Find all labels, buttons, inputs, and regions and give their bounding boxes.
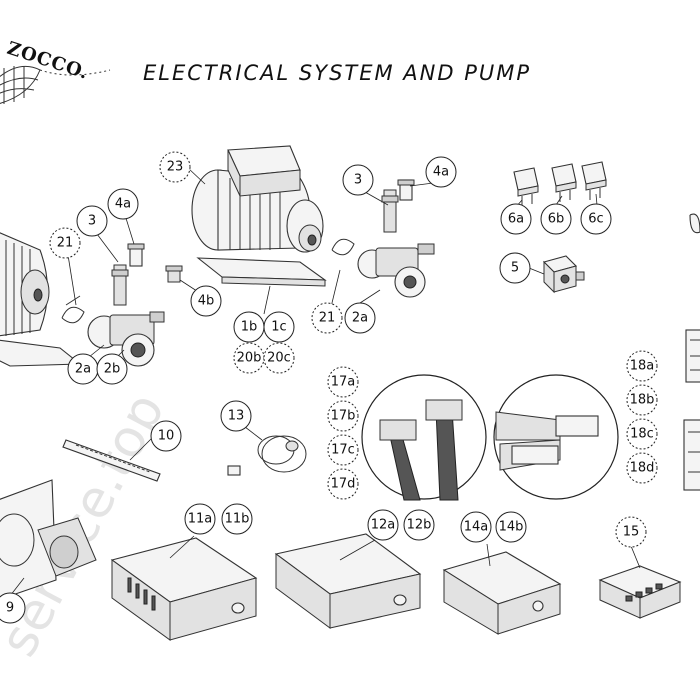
callout-1c-label: 1c [271,320,286,335]
mounting-panel-9 [0,479,97,600]
fitting-4b [165,265,183,283]
callout-18a[interactable]: 18a [626,350,658,382]
fitting-connector-left [111,243,145,306]
callout-13[interactable]: 13 [220,400,252,432]
callout-12a[interactable]: 12a [367,509,399,541]
callout-17d[interactable]: 17d [327,468,359,500]
callout-10-label: 10 [158,429,175,444]
callout-11b-label: 11b [225,512,250,527]
callout-17a[interactable]: 17a [327,366,359,398]
callout-1b-label: 1b [241,320,258,335]
control-box-14 [442,551,562,635]
callout-9-label: 9 [6,601,14,616]
callout-20c-label: 20c [267,351,291,366]
callout-6c[interactable]: 6c [580,203,612,235]
callout-5[interactable]: 5 [499,252,531,284]
callout-4a[interactable]: 4a [107,188,139,220]
detail-circle-18 [493,374,619,500]
callout-10[interactable]: 10 [150,420,182,452]
callout-5-label: 5 [511,261,519,276]
callout-4b-label: 4b [198,294,215,309]
page-title: ELECTRICAL SYSTEM AND PUMP [143,61,531,85]
callout-18d[interactable]: 18d [626,452,658,484]
callout-17b[interactable]: 17b [327,400,359,432]
callout-4a[interactable]: 4a [425,156,457,188]
callout-17c[interactable]: 17c [327,434,359,466]
pump-head-left [61,295,165,367]
callout-1c[interactable]: 1c [263,311,295,343]
callout-21[interactable]: 21 [311,302,343,334]
control-box-12 [274,533,422,629]
callout-12a-label: 12a [371,518,396,533]
callout-6c-label: 6c [588,212,603,227]
callout-6b-label: 6b [548,212,565,227]
brand-logo: ZOCCO. [0,38,111,104]
callout-3[interactable]: 3 [342,164,374,196]
callout-14a[interactable]: 14a [460,511,492,543]
callout-2b[interactable]: 2b [96,353,128,385]
callout-23-label: 23 [167,160,184,175]
callout-3-label: 3 [354,173,362,188]
callout-14a-label: 14a [464,520,489,535]
callout-2a-label: 2a [75,362,91,377]
callout-1b[interactable]: 1b [233,311,265,343]
callout-4b[interactable]: 4b [190,285,222,317]
callout-2a-label: 2a [352,311,368,326]
pump-head-right [331,179,435,298]
callout-15-label: 15 [623,525,640,540]
callout-14b[interactable]: 14b [495,511,527,543]
callout-17c-label: 17c [331,443,355,458]
callout-20b[interactable]: 20b [233,342,265,374]
logo-text: ZOCCO. [4,38,91,84]
edge-parts-right [683,213,700,491]
relays [513,161,607,206]
callout-4a-label: 4a [433,165,449,180]
callout-18c-label: 18c [630,427,654,442]
callout-12b-label: 12b [407,518,432,533]
callout-18a-label: 18a [630,359,655,374]
callout-18d-label: 18d [630,461,655,476]
cable-tie [62,439,161,482]
leader-lines [9,167,641,597]
callout-17d-label: 17d [331,477,356,492]
callout-15[interactable]: 15 [615,516,647,548]
callout-3-label: 3 [88,214,96,229]
callout-13-label: 13 [228,409,245,424]
callout-20c[interactable]: 20c [263,342,295,374]
callout-11a-label: 11a [188,512,213,527]
callout-11b[interactable]: 11b [221,503,253,535]
callout-17a-label: 17a [331,375,356,390]
callout-11a[interactable]: 11a [184,503,216,535]
callout-2a[interactable]: 2a [67,353,99,385]
callouts: 23 3 4a 3 4a 21 4b 6a 6b 6c 5 1b 1c 21 2… [0,151,658,624]
hose-clamp [227,435,307,476]
callout-12b[interactable]: 12b [403,509,435,541]
callout-14b-label: 14b [499,520,524,535]
callout-20b-label: 20b [237,351,262,366]
solenoid-connector [542,255,585,294]
motor-pump-large [191,145,327,287]
callout-6a-label: 6a [508,212,524,227]
callout-6a[interactable]: 6a [500,203,532,235]
callout-9[interactable]: 9 [0,592,26,624]
control-box-11 [110,537,258,641]
callout-3[interactable]: 3 [76,205,108,237]
callout-18c[interactable]: 18c [626,418,658,450]
motor-pump-left [0,232,82,367]
keypad-15 [598,565,682,619]
callout-18b-label: 18b [630,393,655,408]
callout-6b[interactable]: 6b [540,203,572,235]
callout-4a-label: 4a [115,197,131,212]
callout-21-label: 21 [57,236,74,251]
callout-2a[interactable]: 2a [344,302,376,334]
callout-21[interactable]: 21 [49,227,81,259]
callout-2b-label: 2b [104,362,121,377]
callout-18b[interactable]: 18b [626,384,658,416]
detail-circle-17 [361,374,487,501]
callout-21-label: 21 [319,311,336,326]
callout-23[interactable]: 23 [159,151,191,183]
callout-17b-label: 17b [331,409,356,424]
